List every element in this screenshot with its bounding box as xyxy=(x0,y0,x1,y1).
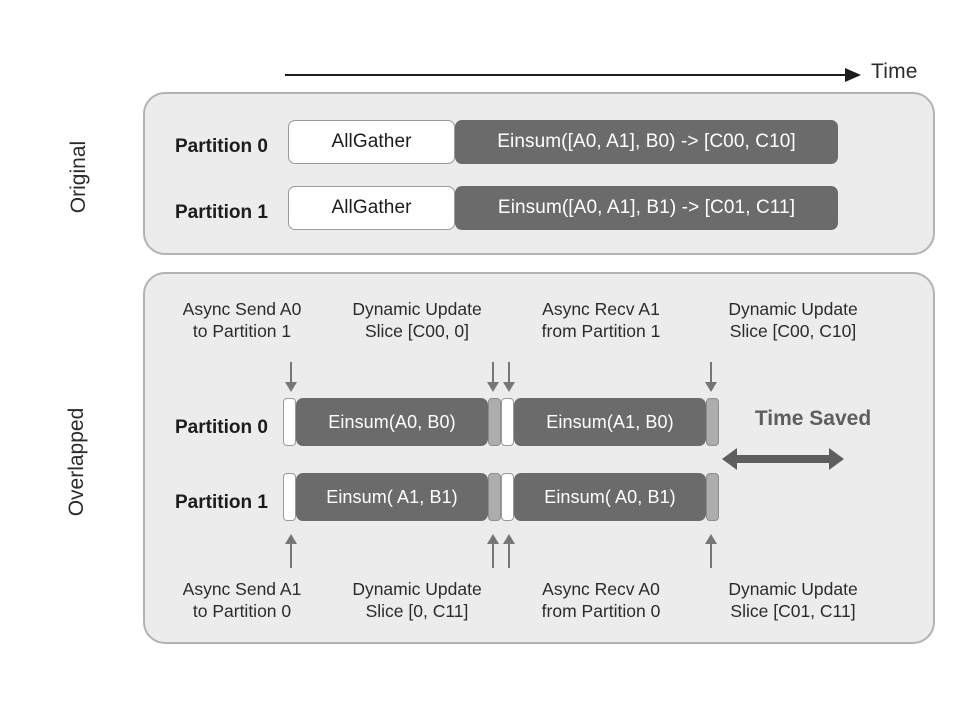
overlapped-async-recv-block-partition-1 xyxy=(501,473,514,521)
original-allgather-label-partition-1: AllGather xyxy=(331,197,412,218)
overlapped-row-label-partition-1: Partition 1 xyxy=(175,492,268,513)
bottom-annotation-dynamic-update-2: Dynamic Update Slice [C01, C11] xyxy=(728,579,858,621)
time-axis-label: Time xyxy=(871,60,918,83)
time-axis-arrow xyxy=(285,65,865,85)
overlapped-dynamic-update-block-2-partition-1 xyxy=(706,473,719,521)
overlapped-einsum-block-1-partition-0: Einsum(A0, B0) xyxy=(296,398,488,446)
section-caption-original: Original xyxy=(67,140,90,214)
top-annotation-dynamic-update-2: Dynamic Update Slice [C00, C10] xyxy=(728,299,858,341)
bottom-annotation-async-recv: Async Recv A0 from Partition 0 xyxy=(541,579,661,621)
original-allgather-block-partition-0: AllGather xyxy=(288,120,455,164)
time-saved-label: Time Saved xyxy=(754,407,872,430)
overlapped-row-label-partition-0: Partition 0 xyxy=(175,417,268,438)
original-panel xyxy=(143,92,935,255)
top-annotation-async-send: Async Send A0 to Partition 1 xyxy=(182,299,302,341)
original-allgather-block-partition-1: AllGather xyxy=(288,186,455,230)
overlapped-einsum-label-2-partition-0: Einsum(A1, B0) xyxy=(546,411,674,432)
overlapped-async-send-block-partition-1 xyxy=(283,473,296,521)
overlapped-einsum-label-2-partition-1: Einsum( A0, B1) xyxy=(544,486,676,507)
overlapped-einsum-label-1-partition-0: Einsum(A0, B0) xyxy=(328,411,456,432)
overlapped-dynamic-update-block-1-partition-0 xyxy=(488,398,501,446)
top-annotation-dynamic-update-1: Dynamic Update Slice [C00, 0] xyxy=(352,299,482,341)
original-einsum-block-partition-1: Einsum([A0, A1], B1) -> [C01, C11] xyxy=(455,186,838,230)
section-caption-overlapped: Overlapped xyxy=(65,407,88,517)
original-row-label-partition-1: Partition 1 xyxy=(175,202,268,223)
overlapped-einsum-label-1-partition-1: Einsum( A1, B1) xyxy=(326,486,458,507)
overlapped-dynamic-update-block-2-partition-0 xyxy=(706,398,719,446)
overlapped-async-recv-block-partition-0 xyxy=(501,398,514,446)
original-row-label-partition-0: Partition 0 xyxy=(175,136,268,157)
bottom-annotation-async-send: Async Send A1 to Partition 0 xyxy=(182,579,302,621)
overlapped-dynamic-update-block-1-partition-1 xyxy=(488,473,501,521)
original-einsum-label-partition-0: Einsum([A0, A1], B0) -> [C00, C10] xyxy=(497,131,796,152)
time-axis-line xyxy=(285,74,850,76)
original-einsum-block-partition-0: Einsum([A0, A1], B0) -> [C00, C10] xyxy=(455,120,838,164)
top-annotation-async-recv: Async Recv A1 from Partition 1 xyxy=(541,299,661,341)
overlapped-einsum-block-1-partition-1: Einsum( A1, B1) xyxy=(296,473,488,521)
time-axis-arrowhead-icon xyxy=(845,68,861,82)
bottom-annotation-dynamic-update-1: Dynamic Update Slice [0, C11] xyxy=(352,579,482,621)
time-saved-double-arrow-icon xyxy=(722,448,844,470)
overlapped-einsum-block-2-partition-0: Einsum(A1, B0) xyxy=(514,398,706,446)
original-einsum-label-partition-1: Einsum([A0, A1], B1) -> [C01, C11] xyxy=(497,197,796,218)
overlapped-einsum-block-2-partition-1: Einsum( A0, B1) xyxy=(514,473,706,521)
overlapped-async-send-block-partition-0 xyxy=(283,398,296,446)
original-allgather-label-partition-0: AllGather xyxy=(331,131,412,152)
